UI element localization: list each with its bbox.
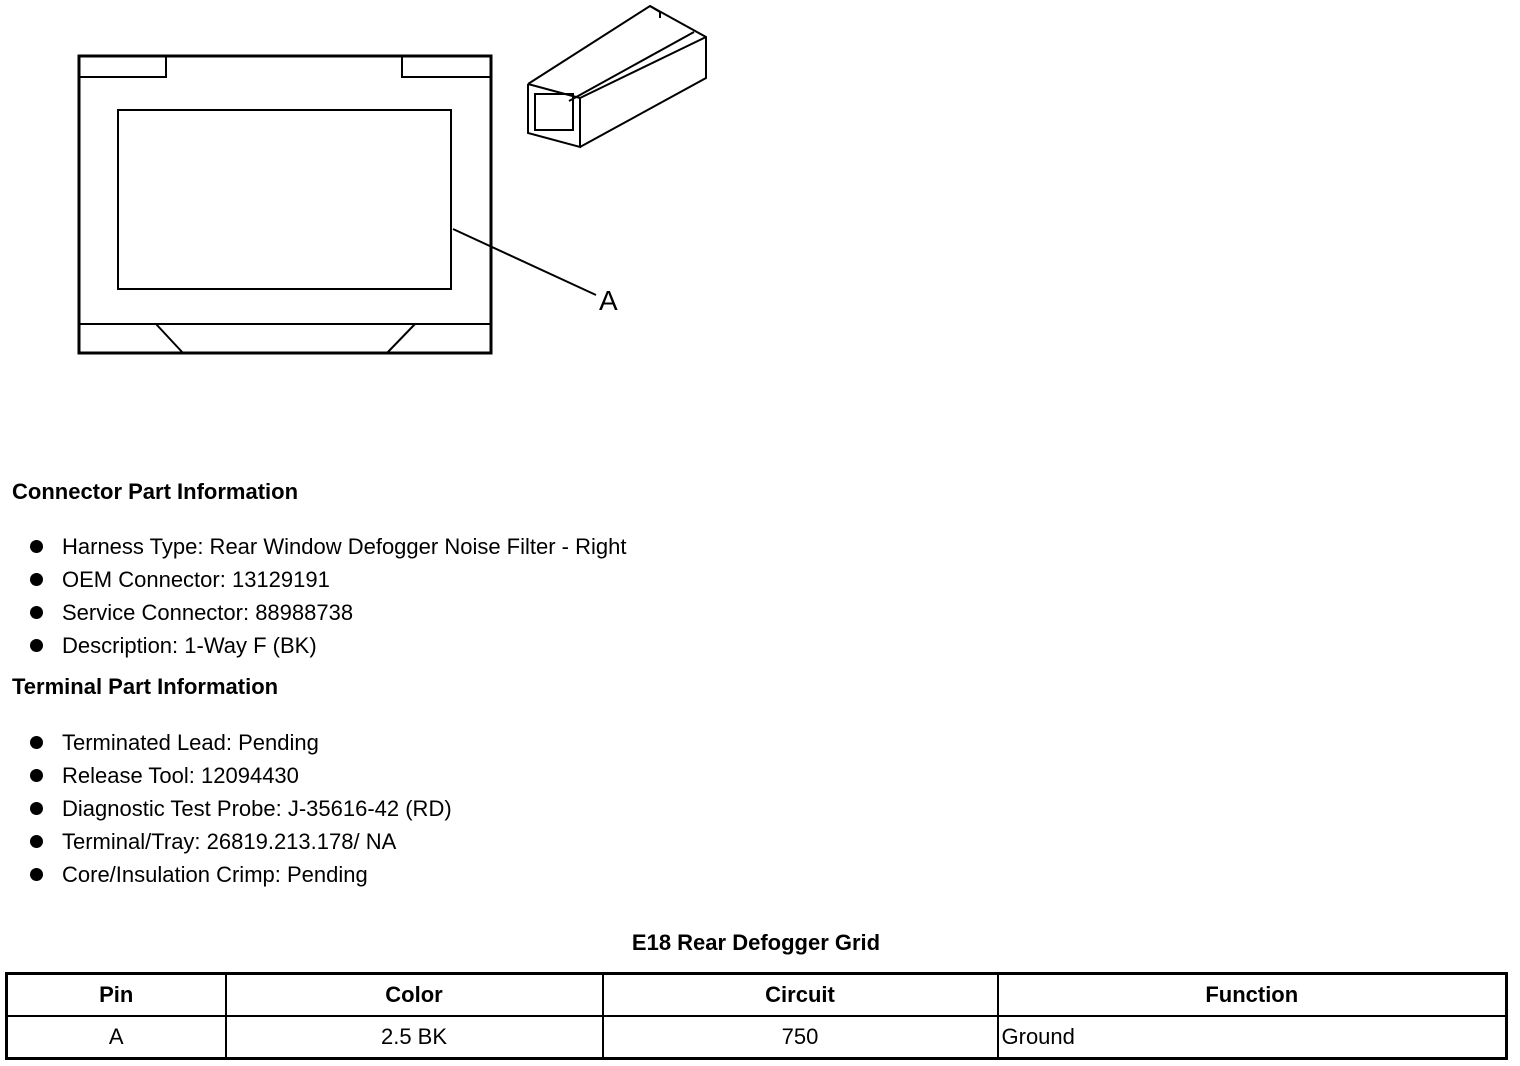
list-item: Harness Type: Rear Window Defogger Noise… xyxy=(28,530,626,563)
pin-table-title: E18 Rear Defogger Grid xyxy=(631,930,881,955)
connector-part-info-title: Connector Part Information xyxy=(12,479,299,504)
column-header-circuit: Circuit xyxy=(601,972,999,1017)
list-item: Core/Insulation Crimp: Pending xyxy=(28,858,452,891)
connector-bottom-chamfer-right xyxy=(386,323,416,354)
cell-circuit: 750 xyxy=(601,1015,999,1060)
callout-leader-line xyxy=(452,228,597,296)
terminal-part-info-list: Terminated Lead: Pending Release Tool: 1… xyxy=(28,726,452,891)
table-row: A 2.5 BK 750 Ground xyxy=(5,1015,1508,1060)
cell-color: 2.5 BK xyxy=(224,1015,604,1060)
cell-pin: A xyxy=(5,1015,227,1060)
terminal-isometric-drawing xyxy=(527,4,707,149)
connector-bottom-chamfer-left xyxy=(155,323,184,354)
list-item: Terminated Lead: Pending xyxy=(28,726,452,759)
list-item: Description: 1-Way F (BK) xyxy=(28,629,626,662)
list-item: Release Tool: 12094430 xyxy=(28,759,452,792)
column-header-function: Function xyxy=(996,972,1508,1017)
connector-face-outline xyxy=(77,54,493,355)
callout-label-a: A xyxy=(599,285,618,316)
connector-top-tab-right xyxy=(401,56,491,78)
terminal-part-info-title: Terminal Part Information xyxy=(12,674,279,699)
column-header-pin: Pin xyxy=(5,972,227,1017)
connector-diagram: A xyxy=(77,4,707,355)
table-header-row: Pin Color Circuit Function xyxy=(5,972,1508,1017)
cell-function: Ground xyxy=(996,1015,1508,1060)
connector-part-info-list: Harness Type: Rear Window Defogger Noise… xyxy=(28,530,626,662)
list-item: Diagnostic Test Probe: J-35616-42 (RD) xyxy=(28,792,452,825)
list-item: OEM Connector: 13129191 xyxy=(28,563,626,596)
connector-top-tab-left xyxy=(79,56,167,78)
list-item: Terminal/Tray: 26819.213.178/ NA xyxy=(28,825,452,858)
pin-table: Pin Color Circuit Function A 2.5 BK 750 … xyxy=(5,972,1508,1060)
column-header-color: Color xyxy=(224,972,604,1017)
list-item: Service Connector: 88988738 xyxy=(28,596,626,629)
connector-terminal-cavity xyxy=(117,109,452,290)
